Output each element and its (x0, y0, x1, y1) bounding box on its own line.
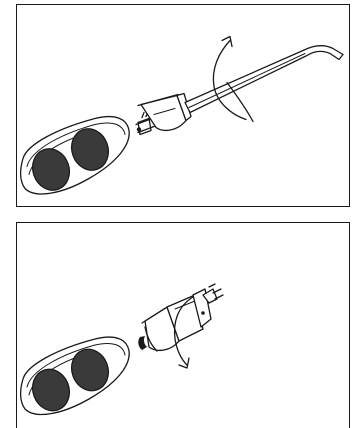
detach-illustration (17, 223, 350, 428)
handpiece-icon (138, 284, 223, 351)
foot-pedal-icon (21, 117, 130, 196)
foot-pedal-icon (21, 337, 130, 416)
illustration-panel-detach (16, 222, 350, 428)
attach-illustration (17, 5, 350, 207)
illustration-panel-attach (16, 4, 350, 207)
